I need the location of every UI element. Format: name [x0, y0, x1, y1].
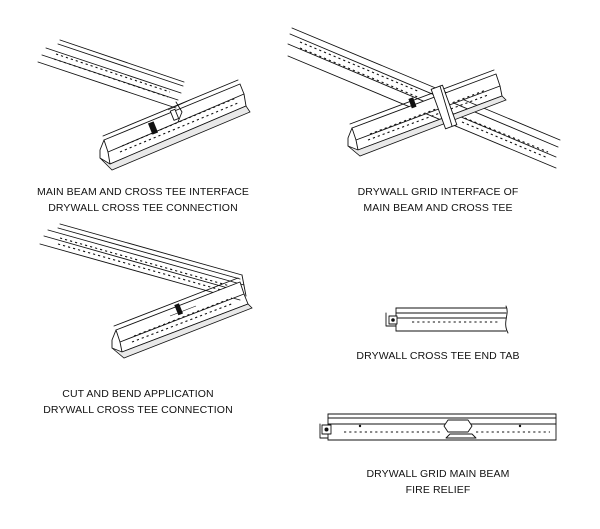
main-beam-drawing [99, 79, 251, 171]
end-tab-drawing [385, 305, 509, 334]
caption-fig1-line1: MAIN BEAM AND CROSS TEE INTERFACE [37, 186, 249, 198]
caption-fig4: DRYWALL CROSS TEE END TAB [338, 348, 538, 364]
caption-fig2-line1: DRYWALL GRID INTERFACE OF [357, 186, 519, 198]
caption-fig5-line2: FIRE RELIEF [405, 484, 471, 496]
caption-fig3-line1: CUT AND BEND APPLICATION [62, 388, 214, 400]
caption-fig1-line2: DRYWALL CROSS TEE CONNECTION [48, 202, 238, 214]
caption-fig1: MAIN BEAM AND CROSS TEE INTERFACE DRYWAL… [18, 184, 268, 216]
main-beam-cut-drawing [111, 277, 253, 359]
cross-tee-crossing-drawing [347, 69, 507, 157]
main-beam-long-drawing [287, 27, 561, 169]
caption-fig5-line1: DRYWALL GRID MAIN BEAM [366, 468, 510, 480]
fire-relief-beam-drawing [319, 413, 557, 441]
caption-fig5: DRYWALL GRID MAIN BEAM FIRE RELIEF [338, 466, 538, 498]
caption-fig3: CUT AND BEND APPLICATION DRYWALL CROSS T… [18, 386, 258, 418]
caption-fig3-line2: DRYWALL CROSS TEE CONNECTION [43, 404, 233, 416]
caption-fig2-line2: MAIN BEAM AND CROSS TEE [363, 202, 513, 214]
cross-tee-drawing [37, 39, 185, 109]
cross-tee-cut-drawing [39, 223, 247, 301]
caption-fig2: DRYWALL GRID INTERFACE OF MAIN BEAM AND … [318, 184, 558, 216]
caption-fig4-line1: DRYWALL CROSS TEE END TAB [356, 350, 520, 362]
